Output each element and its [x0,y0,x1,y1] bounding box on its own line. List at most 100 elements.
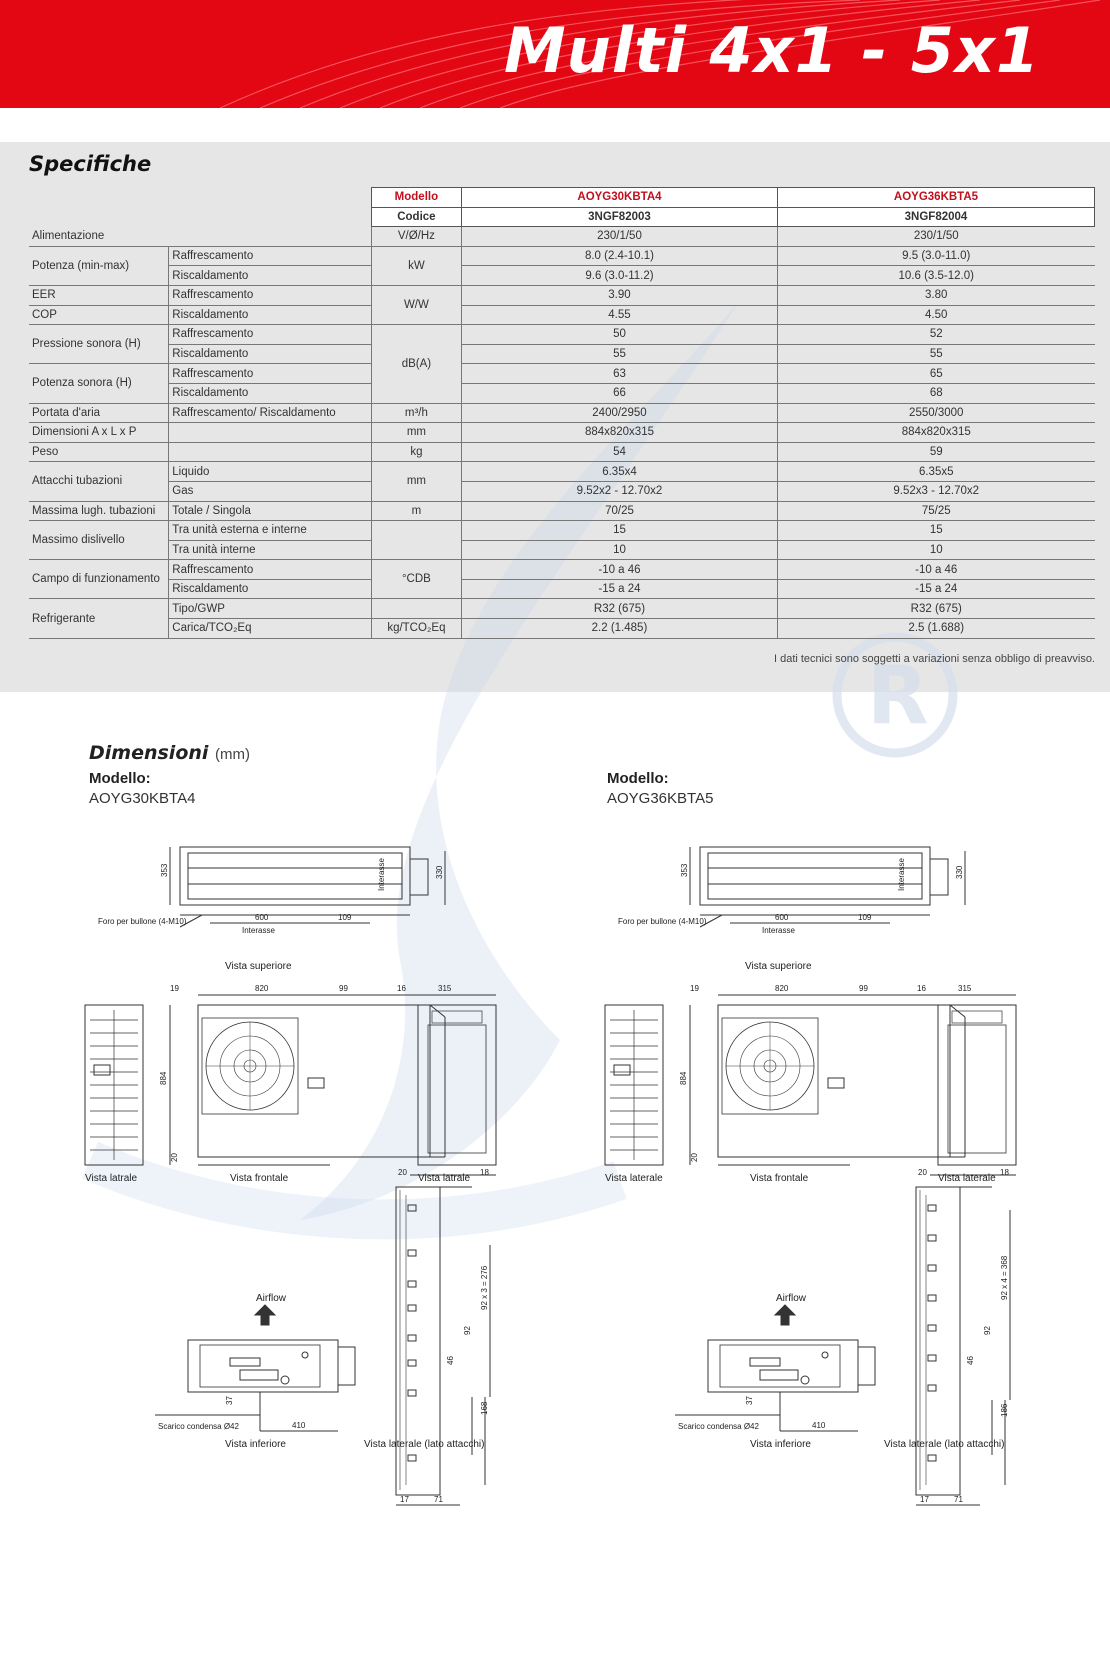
callout-interasse: Interasse [762,926,795,935]
table-row: EER Raffrescamento W/W 3.90 3.80 [29,285,1095,326]
view-label-side-1: Vista latrale [85,1173,138,1184]
model-name-1: AOYG30KBTA4 [460,187,778,208]
table-row: Pressione sonora (H) Raffrescamento dB(A… [29,324,1095,404]
dim-92: 92 [983,1326,992,1335]
dim-19: 19 [690,984,699,993]
dim-600: 600 [255,913,269,922]
dim-410: 410 [812,1421,826,1430]
dim-71: 71 [954,1495,963,1504]
dim-17: 17 [400,1495,409,1504]
dim-pitch: 92 x 4 = 368 [1000,1255,1009,1300]
table-row: Gas 9.52x2 - 12.70x2 9.52x3 - 12.70x2 [29,481,1095,502]
callout-airflow: Airflow [776,1293,807,1304]
top-view-drawing [169,846,446,928]
table-header-code-row: Codice 3NGF82003 3NGF82004 [29,206,1096,228]
table-row: Dimensioni A x L x P mm 884x820x315 884x… [29,422,1095,443]
side-view-drawing-2 [410,994,497,1176]
callout-drain: Scarico condensa Ø42 [678,1422,759,1431]
side-view-drawing-1 [84,1004,144,1166]
dim-37: 37 [225,1396,234,1405]
side-view-drawing-2 [930,994,1017,1176]
callout-interasse-vertical: Interasse [377,858,386,891]
table-row: Riscaldamento -15 a 24 -15 a 24 [29,579,1095,600]
view-label-side-1: Vista laterale [605,1173,663,1184]
dim-20-side: 20 [918,1168,927,1177]
specifications-title: Specifiche [29,152,152,176]
dim-20-side: 20 [398,1168,407,1177]
view-label-pipe-side: Vista laterale (lato attacchi) [884,1439,1004,1450]
dim-315: 315 [438,984,452,993]
dim-46: 46 [966,1356,975,1365]
dim-820: 820 [255,984,269,993]
dim-92: 92 [463,1326,472,1335]
table-row: Attacchi tubazioni Liquido mm 6.35x4 6.3… [29,461,1095,502]
view-label-bottom: Vista inferiore [750,1439,811,1450]
view-label-bottom: Vista inferiore [225,1439,286,1450]
dim-18: 18 [480,1168,489,1177]
table-row: Potenza sonora (H) Raffrescamento 63 65 [29,363,1095,404]
dim-pitch: 92 x 3 = 276 [480,1265,489,1310]
dim-884: 884 [159,1071,168,1085]
dim-330: 330 [435,865,444,879]
table-row: Potenza (min-max) Raffrescamento kW 8.0 … [29,246,1095,286]
callout-airflow: Airflow [256,1293,287,1304]
view-label-front: Vista frontale [750,1173,809,1184]
dim-186: 186 [1000,1403,1009,1417]
dimensions-title: Dimensioni (mm) [89,742,250,764]
table-row: Campo di funzionamento Raffrescamento °C… [29,559,1095,600]
table-row: Alimentazione V/Ø/Hz 230/1/50 230/1/50 [29,226,1095,247]
top-view-drawing [689,846,966,928]
dimensions-heading: Dimensioni [89,742,209,764]
table-row: Tra unità interne 10 10 [29,540,1095,561]
model-label-right: Modello: [607,770,669,787]
table-row: Peso kg 54 59 [29,442,1095,463]
dim-20-front: 20 [170,1153,179,1162]
dim-330: 330 [955,865,964,879]
front-view-drawing [169,994,446,1166]
dim-20-front: 20 [690,1153,699,1162]
code-value-1: 3NGF82003 [460,206,778,228]
table-row: Massimo dislivello Tra unità esterna e i… [29,520,1095,561]
view-label-top: Vista superiore [225,961,292,972]
table-row: Riscaldamento 66 68 [29,383,1095,404]
callout-bolt-hole: Foro per bullone (4-M10) [618,917,707,926]
dim-16: 16 [917,984,926,993]
callout-bolt-hole: Foro per bullone (4-M10) [98,917,187,926]
table-row: Carica/TCO₂Eq kg/TCO₂Eq 2.2 (1.485) 2.5 … [29,618,1095,639]
dim-18: 18 [1000,1168,1009,1177]
pipe-side-view-drawing [395,1186,491,1506]
view-label-pipe-side: Vista laterale (lato attacchi) [364,1439,484,1450]
model-code-left: AOYG30KBTA4 [89,790,196,807]
view-label-front: Vista frontale [230,1173,289,1184]
dim-600: 600 [775,913,789,922]
dim-109: 109 [338,913,352,922]
callout-drain: Scarico condensa Ø42 [158,1422,239,1431]
banner-title: Multi 4x1 - 5x1 [503,14,1040,87]
model-name-2: AOYG36KBTA5 [776,187,1096,208]
side-view-drawing-1 [604,1004,664,1166]
view-label-side-2: Vista latrale [418,1173,471,1184]
dim-99: 99 [339,984,348,993]
dim-315: 315 [958,984,972,993]
specifications-table: Modello AOYG30KBTA4 AOYG36KBTA5 Codice 3… [29,187,1096,639]
dim-17: 17 [920,1495,929,1504]
callout-interasse-vertical: Interasse [897,858,906,891]
dimensions-unit: (mm) [215,746,251,763]
dim-99: 99 [859,984,868,993]
pipe-side-view-drawing [915,1186,1011,1506]
table-row: Massima lugh. tubazioni Totale / Singola… [29,501,1095,522]
dim-820: 820 [775,984,789,993]
header-banner: Multi 4x1 - 5x1 [0,0,1110,108]
model-label: Modello [370,187,462,208]
bottom-view-drawing [155,1304,356,1432]
table-row: Riscaldamento 55 55 [29,344,1095,365]
dim-37: 37 [745,1396,754,1405]
disclaimer-note: I dati tecnici sono soggetti a variazion… [773,653,1095,665]
dim-109: 109 [858,913,872,922]
code-value-2: 3NGF82004 [776,206,1096,228]
code-label: Codice [370,206,462,228]
drawing-set-left: 353 330 Interasse 600 109 Interasse Foro… [84,846,497,1506]
dim-16: 16 [397,984,406,993]
model-code-right: AOYG36KBTA5 [607,790,714,807]
dim-168: 168 [480,1401,489,1415]
